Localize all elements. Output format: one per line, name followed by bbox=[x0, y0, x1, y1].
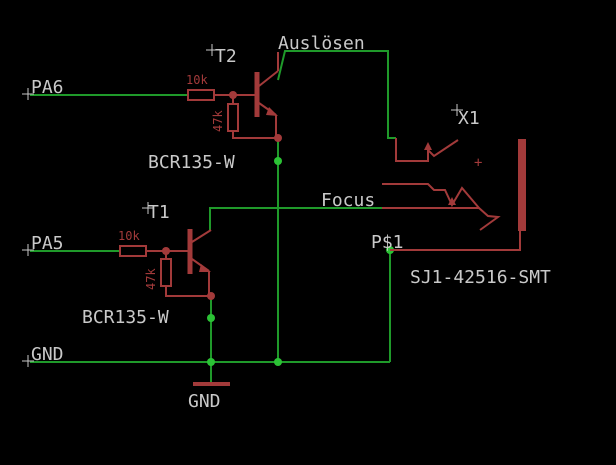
wire-t2-collector[interactable] bbox=[277, 50, 396, 139]
transistor-t2[interactable] bbox=[187, 52, 279, 139]
junction-t1-emitter bbox=[207, 314, 215, 322]
t1-base-resistor[interactable] bbox=[119, 245, 147, 257]
gnd-symbol-label: GND bbox=[188, 391, 221, 412]
t2-be-resistor[interactable] bbox=[227, 103, 239, 132]
x1-sleeve-bar bbox=[518, 139, 526, 231]
junction-gnd-t1 bbox=[207, 358, 215, 366]
t1-rbase-label: 10k bbox=[118, 229, 140, 243]
net-label-pa5: PA5 bbox=[31, 233, 64, 254]
origin-crosses bbox=[22, 44, 463, 367]
t2-rbe-label: 47k bbox=[211, 110, 225, 132]
net-label-focus: Focus bbox=[321, 190, 375, 211]
t1-node-base bbox=[162, 247, 170, 255]
net-label-ausloesen: Auslösen bbox=[278, 33, 365, 54]
t1-rbe-label: 47k bbox=[144, 268, 158, 290]
net-label-gnd: GND bbox=[31, 344, 64, 365]
junction-gnd-t2 bbox=[274, 358, 282, 366]
net-label-pa6: PA6 bbox=[31, 77, 64, 98]
t2-value-label: BCR135-W bbox=[148, 152, 235, 173]
wires bbox=[30, 50, 440, 383]
x1-contact-arrow-top bbox=[424, 142, 432, 150]
junction-t2-emitter bbox=[274, 157, 282, 165]
x1-contact-arrow-mid bbox=[448, 197, 456, 205]
x1-plus-sign: + bbox=[474, 155, 482, 171]
t2-node-emitter bbox=[274, 134, 282, 142]
t1-node-emitter bbox=[207, 292, 215, 300]
wire-focus[interactable] bbox=[209, 207, 440, 230]
t2-rbase-label: 10k bbox=[186, 73, 208, 87]
pin-label-ps1: P$1 bbox=[371, 232, 404, 253]
t2-emitter-arrow bbox=[266, 107, 278, 116]
t2-ref-label: T2 bbox=[215, 46, 237, 67]
t1-value-label: BCR135-W bbox=[82, 307, 169, 328]
connector-x1[interactable] bbox=[382, 138, 521, 251]
x1-value-label: SJ1-42516-SMT bbox=[410, 267, 551, 288]
x1-ref-label: X1 bbox=[458, 108, 480, 129]
t1-emitter-arrow bbox=[199, 264, 211, 272]
t2-node-base bbox=[229, 91, 237, 99]
t1-ref-label: T1 bbox=[148, 202, 170, 223]
t2-base-resistor[interactable] bbox=[187, 89, 215, 101]
t1-be-resistor[interactable] bbox=[160, 258, 172, 287]
